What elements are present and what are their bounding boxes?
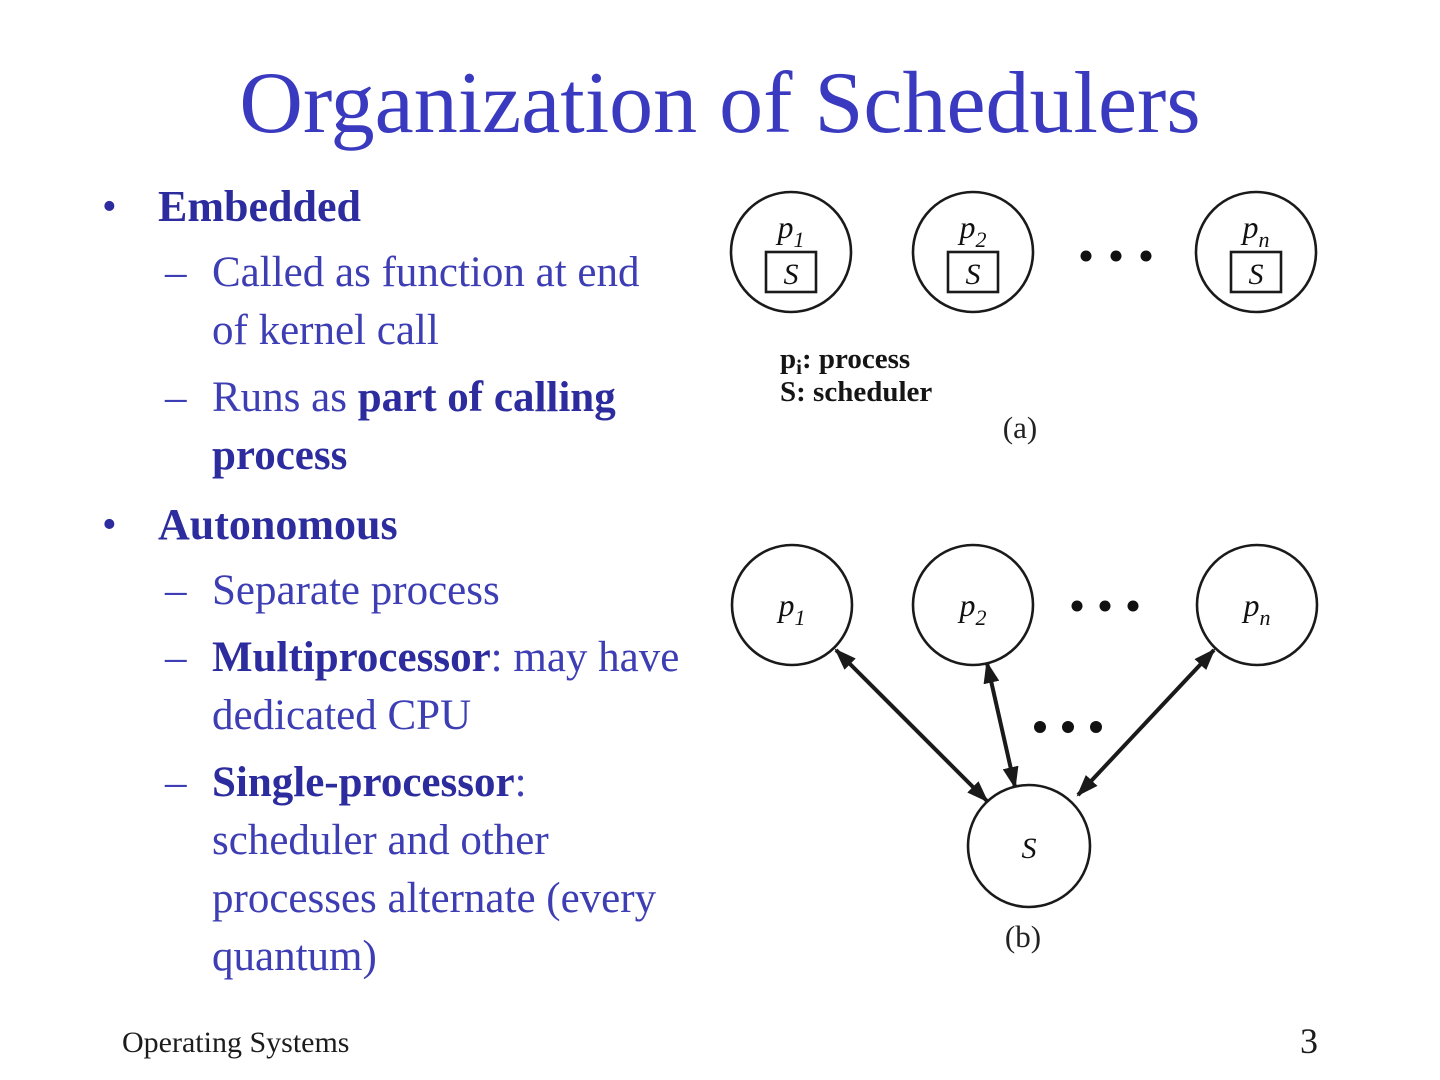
svg-text:pi: process: pi: process [780, 343, 910, 379]
caption-b: (b) [1005, 919, 1041, 954]
diagram-autonomous: p1 p2 pn S (b) [730, 543, 1319, 954]
list-subitem: – Called as function at end of kernel ca… [0, 244, 710, 360]
text-run: Called as function at end of kernel call [212, 249, 640, 354]
svg-text:S: S [1249, 258, 1264, 291]
dash-icon: – [165, 759, 187, 806]
process-node-pn: pn S [1194, 190, 1318, 314]
process-node-p1: p1 S [729, 190, 853, 314]
text-run-bold: Multiprocessor [212, 634, 491, 681]
svg-text:p2: p2 [958, 587, 987, 630]
ellipsis-icon [1071, 600, 1139, 612]
dash-icon: – [165, 567, 187, 614]
process-node-p1: p1 [730, 543, 854, 667]
svg-text:p2: p2 [958, 209, 987, 252]
svg-text:p1: p1 [777, 587, 806, 630]
bullet-icon: • [102, 502, 117, 548]
bullet-list: • Embedded – Called as function at end o… [0, 176, 710, 995]
list-item-label: Autonomous [158, 500, 398, 549]
svg-text:S: S [784, 258, 799, 291]
text-run: Runs as [212, 374, 358, 421]
list-subitem-text: Multiprocessor: may have dedicated CPU [212, 629, 680, 745]
list-subitem: – Multiprocessor: may have dedicated CPU [0, 629, 710, 745]
process-node-p2: p2 S [911, 190, 1035, 314]
svg-text:pn: pn [1241, 209, 1270, 252]
dash-icon: – [165, 249, 187, 296]
ellipsis-icon [1034, 721, 1102, 733]
dash-icon: – [165, 374, 187, 421]
text-run: : scheduler and other processes alternat… [212, 759, 657, 980]
dash-icon: – [165, 634, 187, 681]
slide-title: Organization of Schedulers [239, 55, 1201, 152]
text-run-bold: Single-processor [212, 759, 515, 806]
list-item-autonomous: • Autonomous [0, 494, 710, 556]
list-item-label: Embedded [158, 182, 361, 231]
ellipsis-icon [1080, 250, 1152, 262]
caption-a: (a) [1003, 410, 1037, 445]
list-subitem: – Single-processor: scheduler and other … [0, 754, 710, 986]
arrow-pn-s [1076, 648, 1216, 797]
process-node-p2: p2 [911, 543, 1035, 667]
svg-text:S: S [966, 258, 981, 291]
diagram-legend: pi: process S: scheduler [780, 343, 932, 408]
svg-text:S: S [1022, 832, 1037, 865]
text-run: Separate process [212, 567, 500, 614]
scheduler-node: S [966, 783, 1092, 909]
page-number: 3 [1300, 1021, 1318, 1061]
svg-text:pn: pn [1242, 587, 1271, 630]
svg-text:p1: p1 [776, 209, 805, 252]
text-run-bold: part of calling process [212, 374, 616, 479]
list-subitem-text: Called as function at end of kernel call [212, 244, 680, 360]
arrow-p2-s [983, 661, 1019, 789]
list-subitem: – Runs as part of calling process [0, 369, 710, 485]
list-subitem: – Separate process [0, 562, 710, 620]
list-subitem-text: Separate process [212, 562, 680, 620]
text-run: : may have dedicated CPU [212, 634, 680, 739]
list-subitem-text: Single-processor: scheduler and other pr… [212, 754, 680, 986]
diagram-embedded: p1 S p2 S pn S pi: process S: scheduler [729, 190, 1318, 445]
footer-course-name: Operating Systems [122, 1026, 350, 1059]
list-item-embedded: • Embedded [0, 176, 710, 238]
svg-text:S: scheduler: S: scheduler [780, 376, 932, 408]
arrow-p1-s [834, 648, 989, 803]
process-node-pn: pn [1195, 543, 1319, 667]
list-subitem-text: Runs as part of calling process [212, 369, 680, 485]
bullet-icon: • [102, 184, 117, 230]
